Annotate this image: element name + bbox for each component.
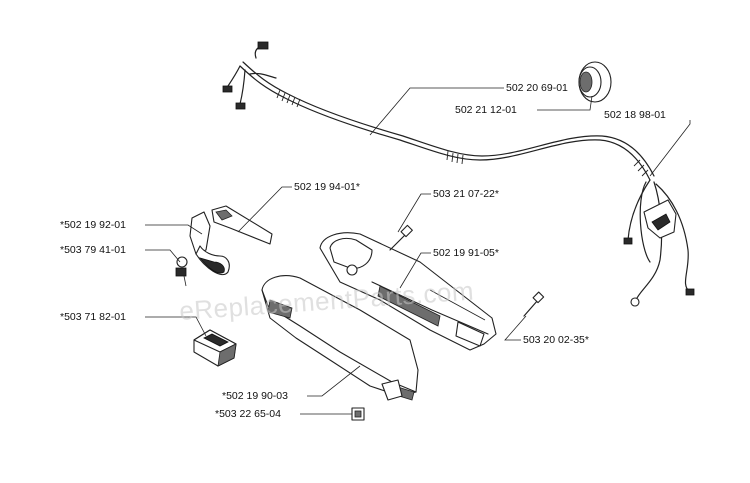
part-label-502-19-94-01[interactable]: 502 19 94-01* <box>294 181 360 193</box>
part-label-502-19-90-03[interactable]: *502 19 90-03 <box>222 390 288 402</box>
handle-upper-drawing <box>319 232 497 351</box>
part-label-502-19-92-01[interactable]: *502 19 92-01 <box>60 219 126 231</box>
part-label-502-21-12-01[interactable]: 502 21 12-01 <box>455 104 517 116</box>
leader-lines <box>145 87 691 415</box>
throttle-lever-drawing <box>175 205 273 287</box>
part-label-503-71-82-01[interactable]: *503 71 82-01 <box>60 311 126 323</box>
part-label-503-21-07-22[interactable]: 503 21 07-22* <box>433 188 499 200</box>
part-label-502-19-91-05[interactable]: 502 19 91-05* <box>433 247 499 259</box>
handle-lower-drawing <box>261 275 419 401</box>
grommet-drawing <box>578 61 612 103</box>
screw-503-21-07-22-drawing <box>389 224 413 251</box>
part-label-503-20-02-35[interactable]: 503 20 02-35* <box>523 334 589 346</box>
part-label-503-79-41-01[interactable]: *503 79 41-01 <box>60 244 126 256</box>
part-label-502-18-98-01[interactable]: 502 18 98-01 <box>604 109 666 121</box>
part-label-502-20-69-01[interactable]: 502 20 69-01 <box>506 82 568 94</box>
stop-switch-drawing <box>193 329 237 367</box>
part-label-503-22-65-04[interactable]: *503 22 65-04 <box>215 408 281 420</box>
nut-503-22-65-04-drawing <box>351 407 365 421</box>
wire-harness-drawing <box>222 41 695 307</box>
screw-503-20-02-35-drawing <box>523 291 545 317</box>
